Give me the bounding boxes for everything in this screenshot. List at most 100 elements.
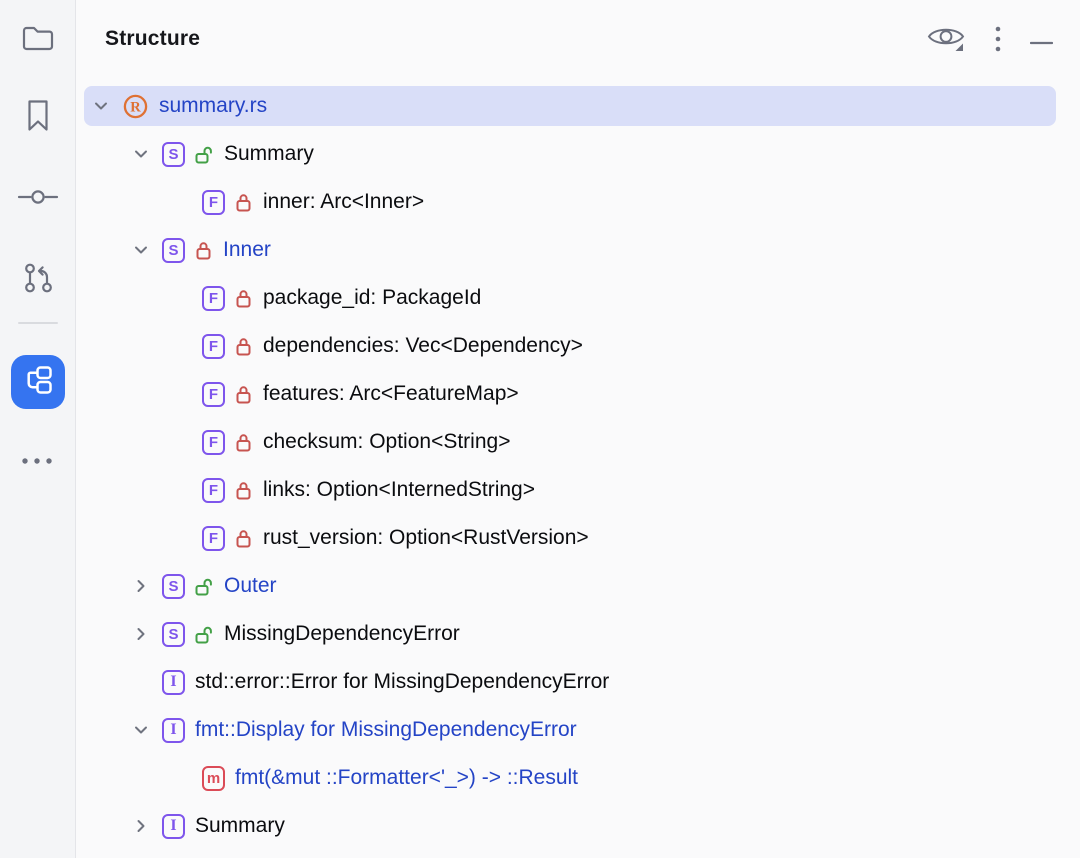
- tree-row[interactable]: S Outer: [84, 562, 1056, 610]
- minimize-icon: [1029, 32, 1054, 50]
- chevron-spacer: [170, 431, 192, 453]
- chevron-right-icon[interactable]: [130, 815, 152, 837]
- interface-icon: I: [162, 669, 185, 695]
- more-icon: [20, 452, 56, 470]
- tree-row[interactable]: R summary.rs: [84, 82, 1056, 130]
- rust-file-icon: R: [122, 93, 149, 120]
- tree-row-label: Outer: [224, 574, 277, 597]
- field-icon: F: [202, 189, 225, 215]
- structure-tree: R summary.rs S Summary F inner: Arc<Inne…: [77, 82, 1080, 850]
- chevron-spacer: [170, 191, 192, 213]
- field-icon: F: [202, 429, 225, 455]
- panel-title: Structure: [105, 27, 201, 50]
- pull-request-icon: [21, 262, 55, 299]
- header-actions: [926, 26, 1054, 56]
- private-lock-icon: [235, 480, 252, 501]
- panel-header: Structure: [77, 0, 1080, 82]
- activity-bar: [0, 0, 76, 858]
- commit-tool-button[interactable]: [16, 177, 60, 221]
- field-icon: F: [202, 525, 225, 551]
- svg-text:R: R: [130, 99, 141, 115]
- view-options-button[interactable]: [926, 26, 966, 56]
- tree-row[interactable]: S Summary: [84, 130, 1056, 178]
- chevron-down-icon[interactable]: [130, 143, 152, 165]
- bookmark-icon: [21, 98, 55, 139]
- tree-row[interactable]: m fmt(&mut ::Formatter<'_>) -> ::Result: [84, 754, 1056, 802]
- tree-row-label: dependencies: Vec<Dependency>: [263, 334, 583, 357]
- interface-icon: I: [162, 717, 185, 743]
- field-icon: F: [202, 333, 225, 359]
- chevron-spacer: [170, 479, 192, 501]
- tree-row-label: std::error::Error for MissingDependencyE…: [195, 670, 610, 693]
- tree-row[interactable]: F checksum: Option<String>: [84, 418, 1056, 466]
- tree-row[interactable]: I std::error::Error for MissingDependenc…: [84, 658, 1056, 706]
- chevron-spacer: [170, 287, 192, 309]
- public-lock-icon: [195, 144, 213, 165]
- tree-row-label: checksum: Option<String>: [263, 430, 511, 453]
- struct-icon: S: [162, 141, 185, 167]
- folder-icon: [21, 22, 55, 59]
- tree-row-label: summary.rs: [159, 94, 268, 117]
- method-icon: m: [202, 765, 225, 791]
- tree-row-label: inner: Arc<Inner>: [263, 190, 425, 213]
- tree-row[interactable]: F package_id: PackageId: [84, 274, 1056, 322]
- public-lock-icon: [195, 624, 213, 645]
- bookmarks-tool-button[interactable]: [16, 96, 60, 140]
- chevron-spacer: [170, 767, 192, 789]
- tree-row[interactable]: F features: Arc<FeatureMap>: [84, 370, 1056, 418]
- commit-icon: [17, 181, 59, 218]
- activity-bar-divider: [18, 322, 58, 324]
- tree-row-label: links: Option<InternedString>: [263, 478, 535, 501]
- kebab-menu-icon: [995, 26, 1001, 57]
- field-icon: F: [202, 477, 225, 503]
- eye-icon: [926, 24, 966, 58]
- tree-row-label: package_id: PackageId: [263, 286, 482, 309]
- tree-row-label: Summary: [195, 814, 285, 837]
- chevron-spacer: [130, 671, 152, 693]
- private-lock-icon: [235, 336, 252, 357]
- private-lock-icon: [195, 240, 212, 261]
- chevron-down-icon[interactable]: [130, 239, 152, 261]
- chevron-down-icon[interactable]: [130, 719, 152, 741]
- chevron-spacer: [170, 383, 192, 405]
- private-lock-icon: [235, 528, 252, 549]
- private-lock-icon: [235, 384, 252, 405]
- tree-row[interactable]: I Summary: [84, 802, 1056, 850]
- field-icon: F: [202, 285, 225, 311]
- tree-row[interactable]: S Inner: [84, 226, 1056, 274]
- tree-row-label: fmt(&mut ::Formatter<'_>) -> ::Result: [235, 766, 579, 789]
- field-icon: F: [202, 381, 225, 407]
- tree-row[interactable]: F dependencies: Vec<Dependency>: [84, 322, 1056, 370]
- structure-tool-button[interactable]: [11, 355, 65, 409]
- private-lock-icon: [235, 288, 252, 309]
- options-menu-button[interactable]: [995, 26, 1001, 56]
- tree-row-label: features: Arc<FeatureMap>: [263, 382, 519, 405]
- chevron-down-icon[interactable]: [90, 95, 112, 117]
- tree-row-label: rust_version: Option<RustVersion>: [263, 526, 589, 549]
- tree-row[interactable]: F links: Option<InternedString>: [84, 466, 1056, 514]
- project-tool-button[interactable]: [16, 18, 60, 62]
- chevron-spacer: [170, 527, 192, 549]
- chevron-right-icon[interactable]: [130, 575, 152, 597]
- struct-icon: S: [162, 573, 185, 599]
- tree-row[interactable]: I fmt::Display for MissingDependencyErro…: [84, 706, 1056, 754]
- public-lock-icon: [195, 576, 213, 597]
- tree-row[interactable]: S MissingDependencyError: [84, 610, 1056, 658]
- structure-icon: [21, 363, 55, 402]
- tree-row[interactable]: F rust_version: Option<RustVersion>: [84, 514, 1056, 562]
- tree-row-label: Inner: [223, 238, 271, 261]
- tree-row-label: MissingDependencyError: [224, 622, 460, 645]
- chevron-right-icon[interactable]: [130, 623, 152, 645]
- structure-tool-window: Structure R summary.rs S Summary F inner…: [77, 0, 1080, 858]
- more-tool-windows-button[interactable]: [16, 439, 60, 483]
- struct-icon: S: [162, 621, 185, 647]
- hide-tool-window-button[interactable]: [1029, 26, 1054, 56]
- struct-icon: S: [162, 237, 185, 263]
- tree-row-label: Summary: [224, 142, 314, 165]
- chevron-spacer: [170, 335, 192, 357]
- tree-row[interactable]: F inner: Arc<Inner>: [84, 178, 1056, 226]
- interface-icon: I: [162, 813, 185, 839]
- tree-row-label: fmt::Display for MissingDependencyError: [195, 718, 577, 741]
- private-lock-icon: [235, 192, 252, 213]
- pull-requests-tool-button[interactable]: [16, 258, 60, 302]
